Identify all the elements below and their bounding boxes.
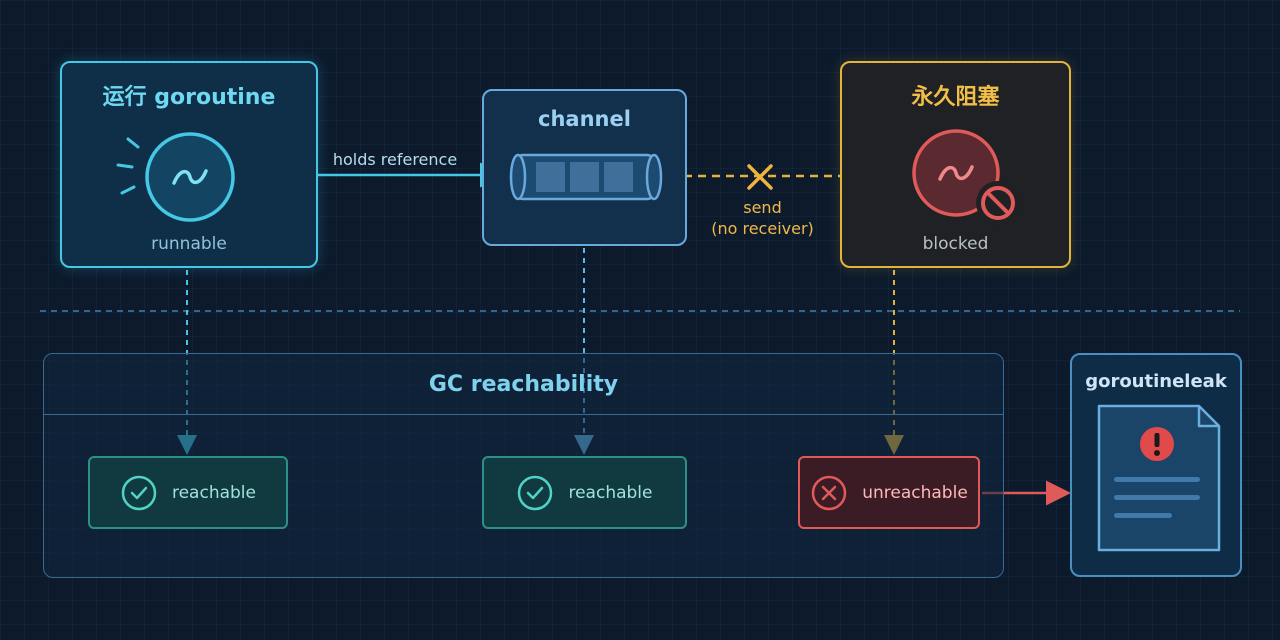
goroutine-wave-icon bbox=[116, 132, 235, 222]
gc-header-divider bbox=[44, 414, 1003, 415]
reachable-result-channel: reachable bbox=[482, 456, 687, 529]
blocked-status: blocked bbox=[922, 234, 989, 254]
blocked-title: 永久阻塞 bbox=[911, 85, 1000, 110]
alert-document-icon bbox=[1097, 404, 1221, 552]
channel-title: channel bbox=[538, 107, 631, 131]
no-receiver-label: (no receiver) bbox=[711, 219, 814, 238]
channel-queue-icon bbox=[509, 153, 663, 201]
holds-reference-label: holds reference bbox=[332, 150, 458, 169]
goroutine-title: 运行 goroutine bbox=[102, 85, 276, 110]
running-goroutine-node: 运行 goroutine runnable bbox=[60, 61, 318, 268]
send-no-receiver-label: send (no receiver) bbox=[700, 197, 825, 239]
unreachable-result-blocked: unreachable bbox=[798, 456, 980, 529]
reachable-label: reachable bbox=[568, 482, 653, 503]
send-label: send bbox=[743, 198, 782, 217]
reachable-result-goroutine: reachable bbox=[88, 456, 288, 529]
unreachable-label: unreachable bbox=[862, 482, 968, 503]
goroutine-leak-node: goroutineleak bbox=[1070, 353, 1242, 577]
reachable-label: reachable bbox=[171, 482, 256, 503]
gc-title: GC reachability bbox=[428, 372, 619, 397]
check-circle-icon bbox=[518, 475, 553, 510]
leak-title: goroutineleak bbox=[1085, 371, 1227, 392]
goroutine-status: runnable bbox=[151, 234, 227, 254]
blocked-goroutine-icon bbox=[912, 129, 1020, 225]
x-mark-icon bbox=[747, 164, 773, 190]
x-circle-icon bbox=[811, 475, 847, 510]
no-entry-icon bbox=[976, 181, 1020, 225]
blocked-goroutine-node: 永久阻塞 blocked bbox=[840, 61, 1071, 268]
channel-node: channel bbox=[482, 89, 687, 246]
check-circle-icon bbox=[121, 475, 157, 510]
